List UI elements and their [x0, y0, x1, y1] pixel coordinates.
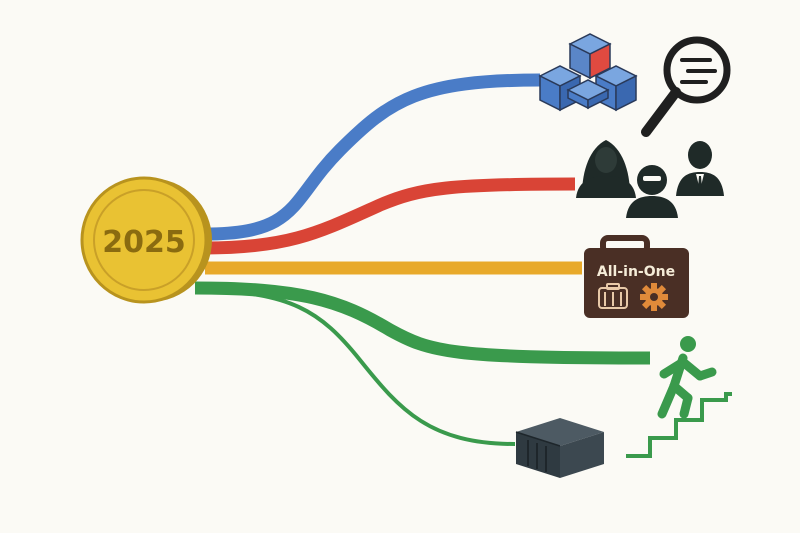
blue-path: [204, 73, 541, 241]
people-icon: [576, 140, 724, 218]
gear-icon: [640, 283, 668, 311]
climbing-person-icon: [657, 336, 717, 419]
cubes-icon: [538, 33, 638, 112]
toolkit-label: All-in-One: [597, 264, 675, 280]
red-path: [204, 177, 576, 255]
magnifier-icon: [641, 36, 731, 137]
toolkit-case-icon: All-in-One: [584, 235, 689, 318]
coin-2025: 2025: [80, 176, 212, 304]
green-path-upper: [194, 281, 651, 365]
server-icon: [515, 418, 604, 478]
coin-year: 2025: [102, 225, 186, 260]
small-case-icon: [598, 283, 628, 309]
green-path-lower: [199, 288, 516, 446]
stairs-icon: [626, 392, 732, 458]
